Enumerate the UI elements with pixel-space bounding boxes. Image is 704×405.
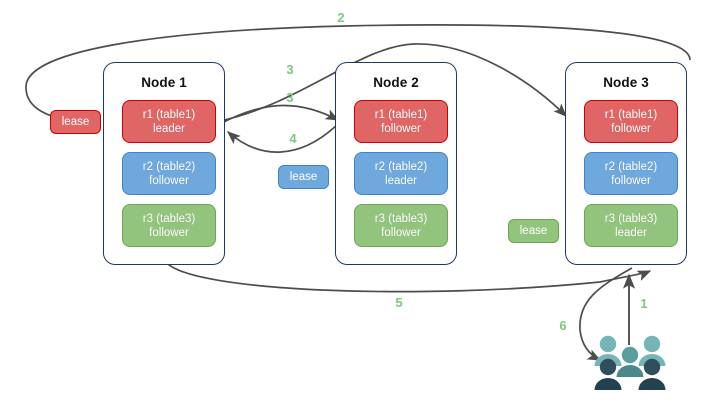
step-label-3b: 3 xyxy=(286,90,294,105)
step-label-4: 4 xyxy=(289,131,297,146)
replica-node2-r2[interactable]: r2 (table2) leader xyxy=(354,152,448,195)
step-label-5: 5 xyxy=(395,295,403,310)
replica-role: follower xyxy=(611,122,651,135)
node-title-node2: Node 2 xyxy=(373,75,419,90)
edge-step-5 xyxy=(167,263,652,293)
clients-people-icon xyxy=(594,335,666,390)
replica-node2-r1[interactable]: r1 (table1) follower xyxy=(354,100,448,143)
lease-badge-blue[interactable]: lease xyxy=(278,165,329,189)
replica-role: follower xyxy=(149,174,189,187)
replica-name: r2 (table2) xyxy=(142,160,196,173)
replica-name: r3 (table3) xyxy=(374,212,428,225)
step-label-1: 1 xyxy=(640,296,648,311)
node-box-node3: Node 3 r1 (table1) follower r2 (table2) … xyxy=(565,62,687,265)
node-title-node1: Node 1 xyxy=(141,75,187,90)
replica-name: r1 (table1) xyxy=(604,108,658,121)
node-box-node1: Node 1 r1 (table1) leader r2 (table2) fo… xyxy=(103,62,225,265)
replica-name: r3 (table3) xyxy=(142,212,196,225)
replica-node1-r2[interactable]: r2 (table2) follower xyxy=(122,152,216,195)
replica-node3-r3[interactable]: r3 (table3) leader xyxy=(584,204,678,247)
node-box-node2: Node 2 r1 (table1) follower r2 (table2) … xyxy=(335,62,457,265)
lease-badge-red[interactable]: lease xyxy=(50,110,101,134)
replica-role: leader xyxy=(385,174,417,187)
replica-node3-r2[interactable]: r2 (table2) follower xyxy=(584,152,678,195)
replica-role: follower xyxy=(611,174,651,187)
step-label-6: 6 xyxy=(559,318,567,333)
replica-node2-r3[interactable]: r3 (table3) follower xyxy=(354,204,448,247)
replica-node1-r3[interactable]: r3 (table3) follower xyxy=(122,204,216,247)
node-title-node3: Node 3 xyxy=(603,75,649,90)
step-label-2: 2 xyxy=(337,10,345,25)
replica-name: r3 (table3) xyxy=(604,212,658,225)
replica-role: leader xyxy=(153,122,185,135)
edge-step-3-lower xyxy=(219,104,340,125)
replica-name: r2 (table2) xyxy=(604,160,658,173)
replica-name: r1 (table1) xyxy=(374,108,428,121)
replica-role: follower xyxy=(381,122,421,135)
replica-role: follower xyxy=(149,226,189,239)
step-label-3a: 3 xyxy=(286,62,294,77)
replica-role: follower xyxy=(381,226,421,239)
lease-badge-green[interactable]: lease xyxy=(508,219,559,243)
replica-name: r1 (table1) xyxy=(142,108,196,121)
replica-node3-r1[interactable]: r1 (table1) follower xyxy=(584,100,678,143)
replica-node1-r1[interactable]: r1 (table1) leader xyxy=(122,100,216,143)
replica-role: leader xyxy=(615,226,647,239)
replica-name: r2 (table2) xyxy=(374,160,428,173)
